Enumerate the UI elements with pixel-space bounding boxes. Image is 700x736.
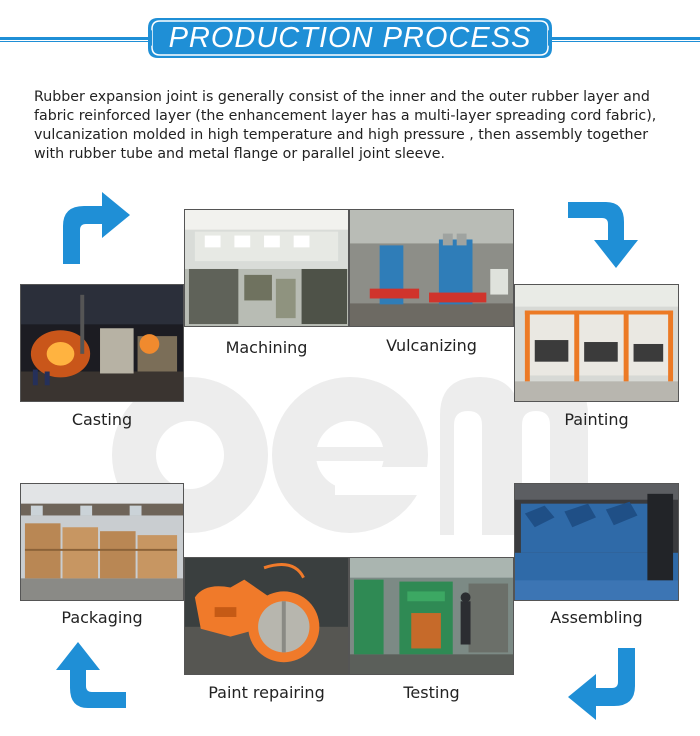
- step-label-paint-repairing: Paint repairing: [208, 683, 325, 702]
- assembling-photo-icon: [514, 483, 679, 601]
- step-label-assembling: Assembling: [550, 608, 643, 627]
- painting-photo-icon: [514, 284, 679, 402]
- arrow-right-down-icon: [568, 202, 638, 268]
- packaging-photo-icon: [20, 483, 184, 601]
- machining-photo-icon: [184, 209, 349, 327]
- arrow-up-right-icon: [63, 192, 130, 264]
- title-banner: PRODUCTION PROCESS: [148, 16, 552, 60]
- page-title: PRODUCTION PROCESS: [168, 22, 532, 54]
- step-label-testing: Testing: [403, 683, 460, 702]
- intro-paragraph: Rubber expansion joint is generally cons…: [34, 89, 657, 162]
- arrow-down-left-icon: [568, 648, 635, 720]
- paint-repairing-photo-icon: [184, 557, 349, 675]
- step-label-casting: Casting: [71, 410, 133, 429]
- casting-photo-icon: [20, 284, 184, 402]
- header-rule-left: [0, 37, 150, 42]
- arrow-left-up-icon: [56, 642, 126, 708]
- header-rule-right: [552, 37, 700, 42]
- step-label-vulcanizing: Vulcanizing: [386, 336, 477, 355]
- step-label-packaging: Packaging: [61, 608, 143, 627]
- step-label-painting: Painting: [564, 410, 629, 429]
- testing-photo-icon: [349, 557, 514, 675]
- vulcanizing-photo-icon: [349, 209, 514, 327]
- step-label-machining: Machining: [225, 338, 308, 357]
